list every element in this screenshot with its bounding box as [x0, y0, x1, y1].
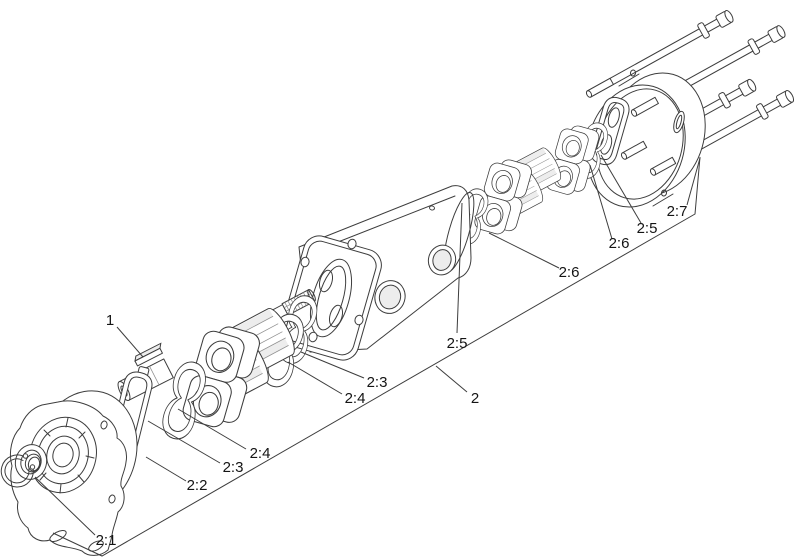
leader-line-2-6a [488, 232, 560, 269]
leader-line-2-3a [147, 420, 221, 464]
bolt-tip [630, 96, 659, 117]
leader-line-2-7 [686, 157, 701, 206]
end-cover [585, 69, 706, 208]
retaining-ring [0, 453, 36, 488]
leader-line-2 [435, 365, 468, 393]
callout-2-1-label: 2:1 [96, 532, 117, 549]
leader-line-2-6b [589, 164, 613, 240]
leader-line-2-4b [287, 361, 343, 395]
callout-2-4b-label: 2:4 [345, 390, 366, 407]
callout-2-3b-label: 2:3 [367, 374, 388, 391]
shaft-seal [14, 444, 48, 480]
callout-2-3a-label: 2:3 [223, 459, 244, 476]
drive-key [134, 342, 163, 367]
callout-2-5b-label: 2:5 [637, 220, 658, 237]
callout-2-2-label: 2:2 [187, 477, 208, 494]
callout-labels: 122:12:22:32:42:42:32:52:62:62:52:7 [34, 154, 701, 549]
callout-2-5a-label: 2:5 [447, 335, 468, 352]
bolt-tip [620, 140, 648, 160]
bolt-tip [649, 156, 677, 176]
callout-2-label: 2 [471, 390, 479, 407]
front-flange [9, 390, 138, 556]
leader-line-2-5a [456, 202, 463, 334]
assembly-bracket [52, 156, 701, 557]
callout-2-6b-label: 2:6 [609, 235, 630, 252]
callout-2-7-label: 2:7 [667, 203, 688, 220]
leader-line-2-1 [34, 476, 96, 536]
leader-line-2-2 [145, 456, 187, 482]
callout-2-4a-label: 2:4 [250, 445, 271, 462]
leader-line-2-4a [177, 408, 247, 450]
bolt-tip [585, 77, 614, 98]
callout-2-6a-label: 2:6 [559, 264, 580, 281]
callout-1-label: 1 [106, 312, 114, 329]
leader-line-1 [116, 326, 144, 358]
assembly-bracket-line [52, 156, 701, 557]
leader-line-2-3b [300, 351, 365, 379]
leader-line-2-5b [600, 154, 642, 224]
